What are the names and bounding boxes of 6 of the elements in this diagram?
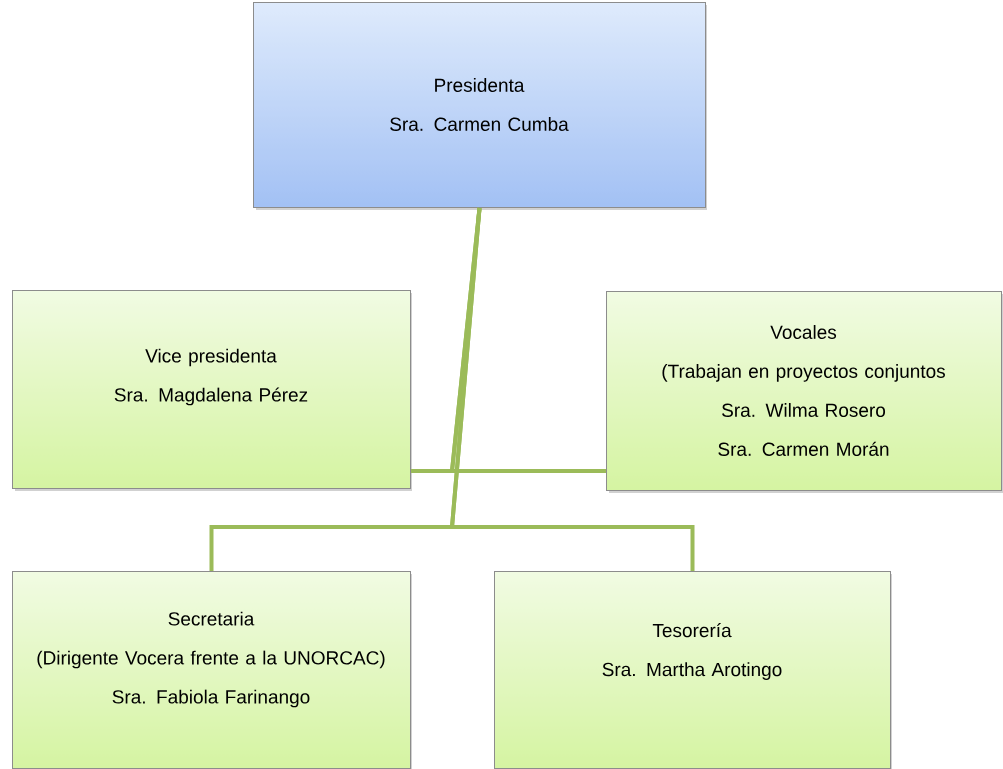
top-box: Presidenta Sra. Carmen Cumba — [253, 2, 707, 210]
role-box: Vocales (Trabajan en proyectos conjuntos Sra. Wilma Rosero Sra. Carmen Morán — [606, 291, 1003, 493]
connector-line — [449, 207, 695, 571]
role-box: Secretaria (Dirigente Vocera frente a la UNORCAC) Sra. Fabiola Farinango — [12, 571, 412, 769]
role-box: Vice presidenta Sra. Magdalena Pérez — [12, 290, 412, 491]
role-box: Tesorería Sra. Martha Arotingo — [494, 571, 892, 769]
